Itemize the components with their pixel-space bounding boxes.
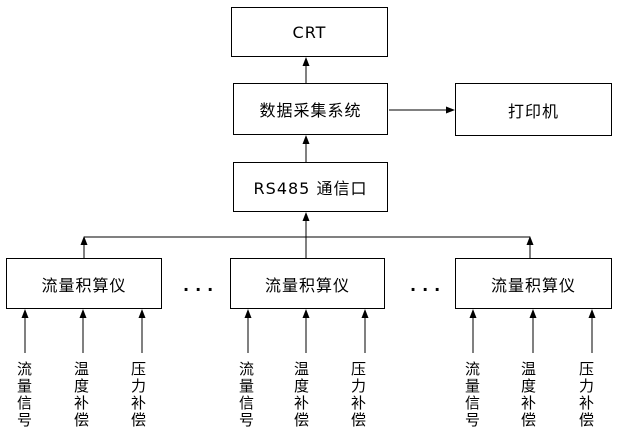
arrow-input-pressure-comp-3 xyxy=(588,309,596,353)
input-label-pressure-comp-2: 压力补偿 xyxy=(349,361,367,429)
arrow-rs485-to-daq xyxy=(302,135,310,162)
node-rs485-port-label: RS485 通信口 xyxy=(253,179,368,198)
node-crt: CRT xyxy=(231,7,388,57)
arrow-daq-to-crt xyxy=(302,57,310,84)
arrow-input-temp-comp-1 xyxy=(79,309,87,353)
input-label-temp-comp-2: 温度补偿 xyxy=(292,361,310,429)
node-flow-totalizer-3-label: 流量积算仪 xyxy=(490,275,576,295)
input-label-temp-comp-1: 温度补偿 xyxy=(72,361,90,429)
arrow-input-pressure-comp-2 xyxy=(361,309,369,353)
arrow-totalizer3-to-bus xyxy=(526,236,534,258)
node-data-acquisition: 数据采集系统 xyxy=(233,83,388,135)
arrow-input-pressure-comp-1 xyxy=(138,309,146,353)
node-printer-label: 打印机 xyxy=(507,101,559,121)
node-flow-totalizer-1: 流量积算仪 xyxy=(6,258,162,309)
node-flow-totalizer-2-label: 流量积算仪 xyxy=(264,275,350,295)
node-flow-totalizer-1-label: 流量积算仪 xyxy=(41,275,127,295)
node-data-acquisition-label: 数据采集系统 xyxy=(259,101,362,120)
input-label-flow-signal-2: 流量信号 xyxy=(237,361,255,429)
input-label-temp-comp-3: 温度补偿 xyxy=(519,361,537,429)
arrow-input-flow-signal-3 xyxy=(469,309,477,353)
node-printer: 打印机 xyxy=(455,83,612,136)
ellipsis-right: ... xyxy=(410,276,447,295)
input-label-pressure-comp-1: 压力补偿 xyxy=(129,361,147,429)
arrow-input-temp-comp-2 xyxy=(302,309,310,353)
ellipsis-left: ... xyxy=(183,276,220,295)
node-rs485-port: RS485 通信口 xyxy=(233,162,388,212)
node-crt-label: CRT xyxy=(292,22,327,42)
node-flow-totalizer-3: 流量积算仪 xyxy=(455,258,612,309)
arrow-input-temp-comp-3 xyxy=(529,309,537,353)
node-flow-totalizer-2: 流量积算仪 xyxy=(230,258,385,309)
arrow-input-flow-signal-2 xyxy=(244,309,252,353)
input-label-flow-signal-1: 流量信号 xyxy=(15,361,33,429)
input-label-flow-signal-3: 流量信号 xyxy=(463,361,481,429)
input-label-pressure-comp-3: 压力补偿 xyxy=(577,361,595,429)
arrow-daq-to-printer xyxy=(389,106,455,114)
arrow-totalizer2-to-rs485 xyxy=(302,212,310,258)
arrow-totalizer1-to-bus xyxy=(80,236,88,258)
arrow-input-flow-signal-1 xyxy=(21,309,29,353)
